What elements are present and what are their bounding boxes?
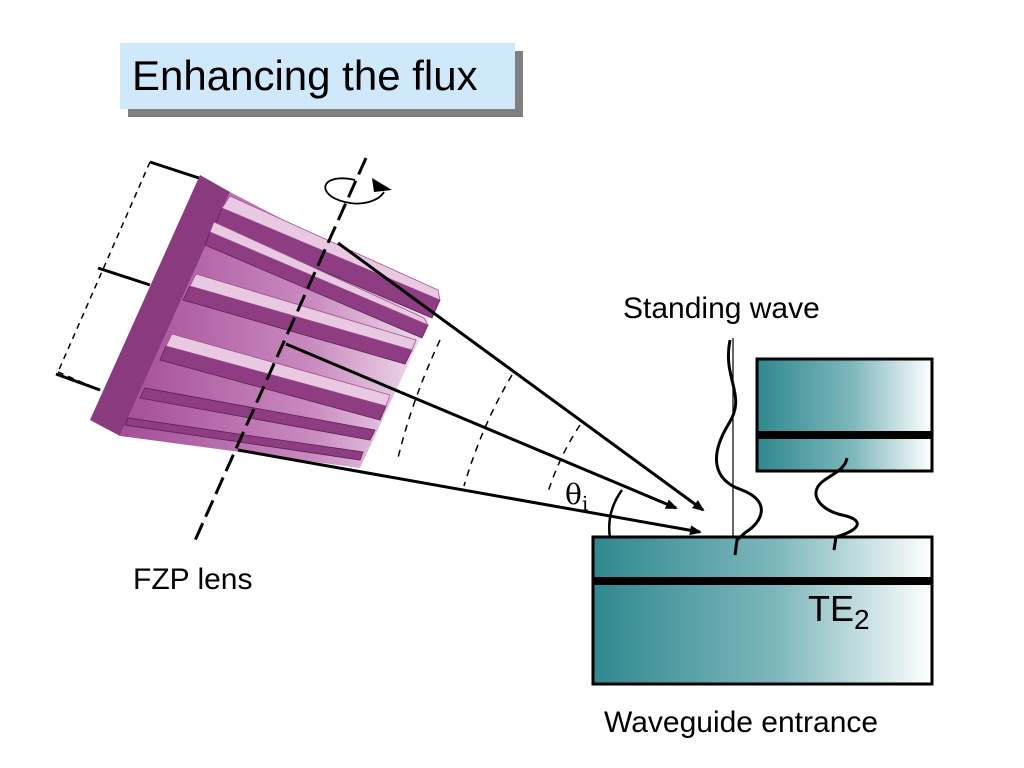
fzp-lens-label: FZP lens: [133, 563, 253, 596]
waveguide-lower-block: [591, 535, 934, 686]
rotation-axis: [191, 157, 368, 546]
waveguide-entrance-label: Waveguide entrance: [604, 706, 879, 739]
focusing-rays: [237, 241, 705, 536]
incidence-angle-arc: [608, 489, 624, 539]
standing-wave: [715, 338, 859, 556]
rotation-arrow: [324, 177, 392, 205]
angle-sub: i: [581, 491, 589, 516]
incidence-angle-label: θi: [565, 478, 588, 516]
angle-main: θ: [565, 478, 582, 511]
title-box: Enhancing the flux: [120, 43, 515, 109]
lens-axis-lines: [55, 160, 206, 392]
fzp-lens: [90, 175, 441, 468]
wavefront-arcs: [397, 339, 581, 493]
te-mode-main: TE: [808, 588, 855, 629]
page-title: Enhancing the flux: [132, 52, 478, 99]
standing-wave-label: Standing wave: [623, 292, 820, 325]
lens-zone-ridges: [124, 207, 441, 461]
waveguide-upper-block: [755, 357, 934, 473]
te-mode-label: TE2: [808, 588, 870, 636]
te-mode-sub: 2: [854, 604, 870, 636]
